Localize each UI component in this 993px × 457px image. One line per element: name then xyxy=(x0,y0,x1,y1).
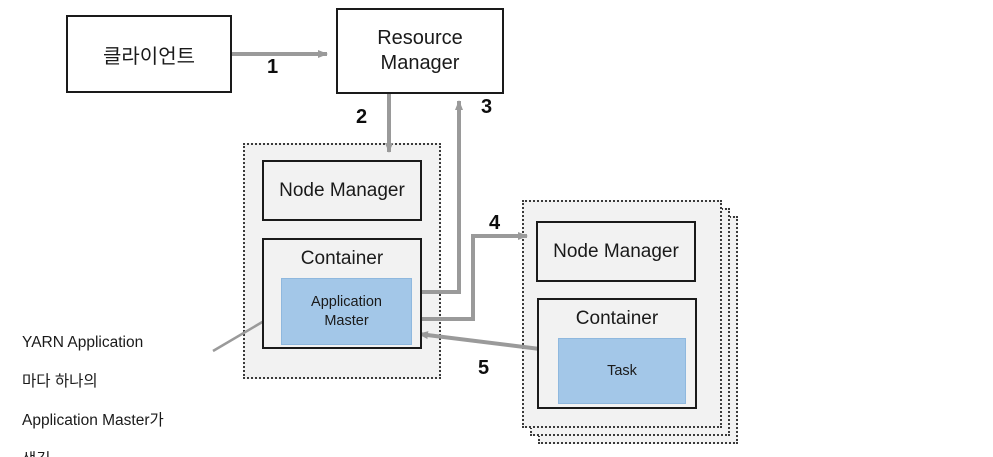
client-box[interactable]: 클라이언트 xyxy=(66,15,232,93)
resource-manager-label-line2: Manager xyxy=(380,52,460,74)
annotation-line-4: 생김 xyxy=(22,450,237,457)
container-right-box[interactable]: Container Task xyxy=(537,298,697,409)
task-label: Task xyxy=(607,363,637,379)
arrow-5-task-to-application-master xyxy=(418,331,557,353)
application-master-label-line1: Application xyxy=(311,293,382,310)
step-number-5: 5 xyxy=(478,357,490,379)
annotation-line-1: YARN Application xyxy=(22,333,144,351)
application-master-label-line2: Master xyxy=(324,312,369,329)
container-center-label: Container xyxy=(300,248,384,269)
step-number-1: 1 xyxy=(267,56,279,78)
annotation-text: YARN Application 마다 하나의 Application Mast… xyxy=(22,313,237,457)
task-box[interactable]: Task xyxy=(558,338,686,404)
node-manager-right-box[interactable]: Node Manager xyxy=(536,221,696,282)
step-number-4: 4 xyxy=(489,212,501,234)
resource-manager-box[interactable]: Resource Manager xyxy=(336,8,504,94)
arrow-4-application-master-to-node-manager-right xyxy=(410,232,528,321)
node-manager-center-box[interactable]: Node Manager xyxy=(262,160,422,221)
client-label: 클라이언트 xyxy=(103,45,195,68)
node-manager-right-label: Node Manager xyxy=(553,240,679,262)
node-manager-center-label: Node Manager xyxy=(279,179,405,201)
container-center-box[interactable]: Container Application Master xyxy=(262,238,422,349)
step-number-2: 2 xyxy=(356,106,368,128)
arrow-3-application-master-to-resource-manager xyxy=(410,100,463,294)
application-master-box[interactable]: Application Master xyxy=(281,278,412,345)
container-right-label: Container xyxy=(575,308,659,329)
annotation-line-3: Application Master가 xyxy=(22,411,164,429)
resource-manager-label-line1: Resource xyxy=(377,27,463,49)
annotation-line-2: 마다 하나의 xyxy=(22,372,98,390)
step-number-3: 3 xyxy=(481,96,493,118)
